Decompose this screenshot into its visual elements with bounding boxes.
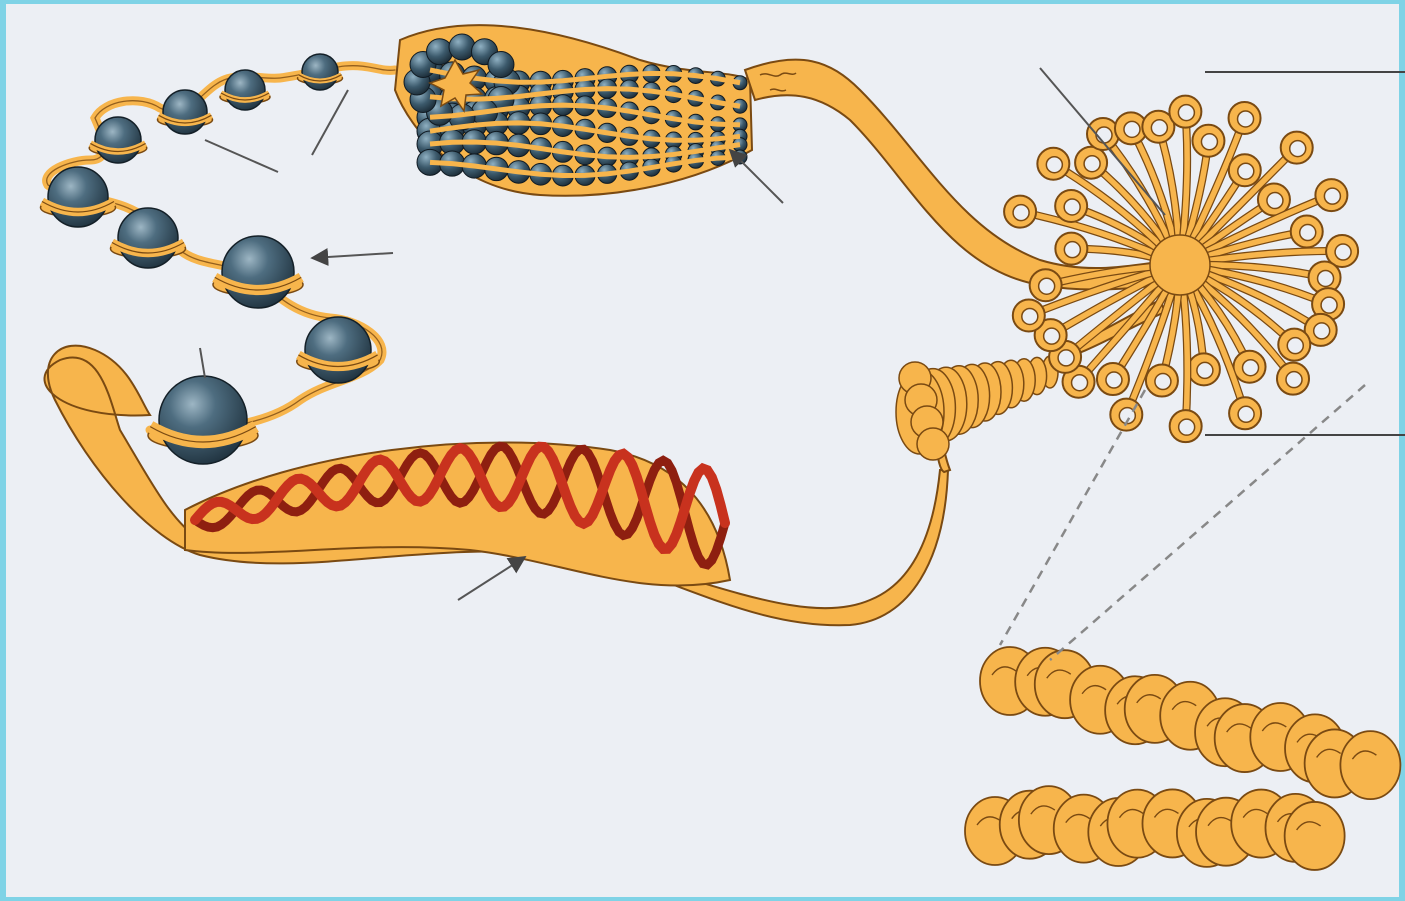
loop-hole [1290, 141, 1306, 157]
loop-hole [1314, 323, 1330, 339]
histone-core [302, 54, 338, 90]
loop-hole [1096, 127, 1112, 143]
loop-hole [1178, 105, 1194, 121]
rosette-bead [488, 52, 514, 78]
loop-hole [1335, 244, 1351, 260]
loop-hole [1238, 406, 1254, 422]
loop-hole [1013, 205, 1029, 221]
loop-hole [1058, 350, 1074, 366]
loop-hole [1155, 374, 1171, 390]
loop-hole [1318, 270, 1334, 286]
loop-hole [1044, 328, 1060, 344]
loop-hole [1084, 156, 1100, 172]
loop-hole [1179, 419, 1195, 435]
loop-hole [1243, 360, 1259, 376]
histone-core [225, 70, 265, 110]
loop-hole [1286, 372, 1302, 388]
loop-hole [1072, 375, 1088, 391]
loop-hole [1124, 121, 1140, 137]
rosette-bead [449, 34, 475, 60]
loop-hole [1267, 193, 1283, 209]
loop-hole [1039, 278, 1055, 294]
rosette-bead [427, 39, 453, 65]
chromatid-coil [1285, 802, 1345, 870]
loop-hole [1151, 120, 1167, 136]
chromatid-coil [1340, 731, 1400, 799]
loop-hole [1106, 372, 1122, 388]
loop-hole [1321, 297, 1337, 313]
loop-scaffold-center [1150, 235, 1210, 295]
loop-hole [1064, 199, 1080, 215]
loop-hole [1238, 163, 1254, 179]
loop-hole [1197, 362, 1213, 378]
histone-core [48, 167, 108, 227]
loop-hole [1300, 225, 1316, 241]
loop-hole [1064, 242, 1080, 258]
histone-core [159, 376, 247, 464]
solenoid-end [917, 428, 949, 460]
histone-core [95, 117, 141, 163]
loop-hole [1022, 308, 1038, 324]
histone-core [305, 317, 371, 383]
loop-hole [1201, 134, 1217, 150]
histone-core [163, 90, 207, 134]
loop-hole [1287, 338, 1303, 354]
loop-hole [1046, 157, 1062, 173]
histone-core [222, 236, 294, 308]
loop-hole [1324, 188, 1340, 204]
histone-core [118, 208, 178, 268]
loop-hole [1238, 111, 1254, 127]
